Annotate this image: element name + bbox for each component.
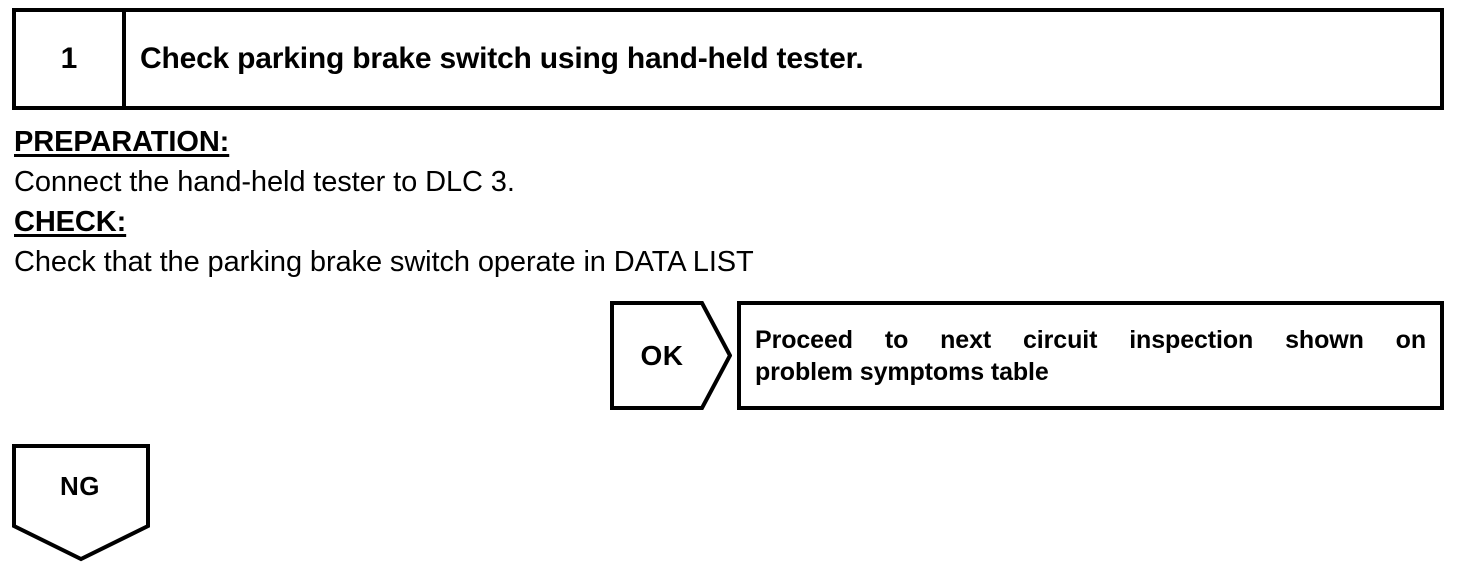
ok-result-text: Proceed to next circuit inspection shown… — [755, 324, 1426, 388]
ok-result-line-1: Proceed to next circuit inspection shown… — [755, 325, 1426, 354]
preparation-text: Connect the hand-held tester to DLC 3. — [14, 166, 515, 198]
preparation-heading: PREPARATION: — [14, 126, 230, 158]
step-number-cell: 1 — [16, 12, 126, 106]
ng-arrow-shape — [12, 444, 150, 562]
ok-arrow-shape — [610, 301, 732, 410]
procedure-body: PREPARATION: Connect the hand-held teste… — [14, 122, 1214, 282]
step-number: 1 — [60, 42, 78, 75]
ok-result-line-2: problem symptoms table — [755, 357, 1049, 386]
check-text: Check that the parking brake switch oper… — [14, 246, 754, 278]
ok-result-box: Proceed to next circuit inspection shown… — [737, 301, 1444, 410]
step-header-table: 1 Check parking brake switch using hand-… — [12, 8, 1444, 110]
ng-label: NG — [60, 470, 100, 501]
step-title: Check parking brake switch using hand-he… — [140, 42, 864, 75]
check-heading: CHECK: — [14, 206, 127, 238]
step-title-cell: Check parking brake switch using hand-he… — [126, 12, 1440, 106]
ok-label: OK — [640, 339, 684, 371]
